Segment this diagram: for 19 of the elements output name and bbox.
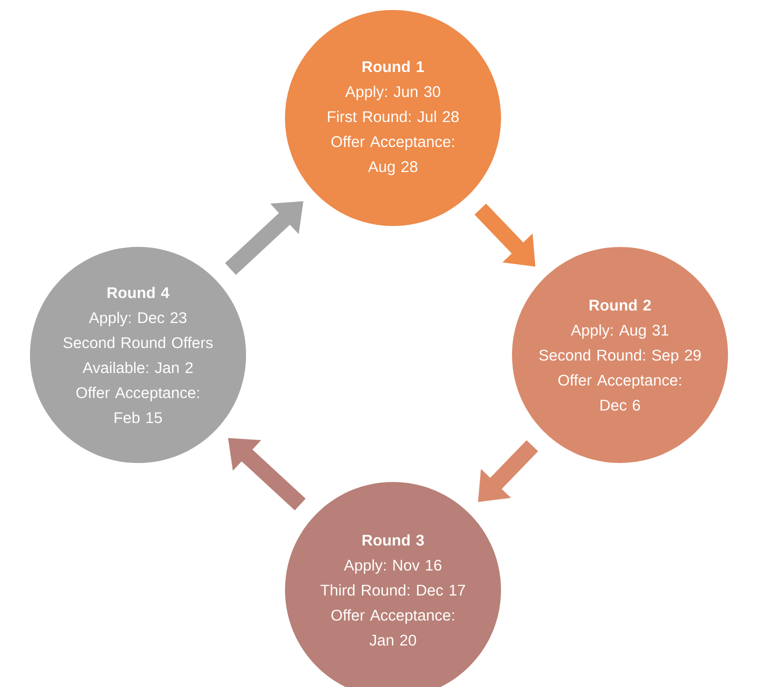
round-title: Round 1 xyxy=(362,60,424,72)
milestone-text: Apply: Aug 31 xyxy=(570,324,668,339)
round-circle xyxy=(285,10,501,226)
round-title: Round 4 xyxy=(108,286,170,298)
round-circle xyxy=(30,246,246,464)
round-circle xyxy=(512,246,728,463)
milestone-text: Apply: Nov 16 xyxy=(344,559,442,574)
round-title: Round 3 xyxy=(362,534,424,546)
milestone-text: Third Round: Dec 17 xyxy=(320,584,465,596)
milestone-text: Second Round: Sep 29 xyxy=(539,349,701,364)
milestone-text: Offer Acceptance: Feb 15 xyxy=(76,386,199,424)
milestone-text: Apply: Dec 23 xyxy=(88,312,186,326)
milestone-text: Second Round Offers Available: Jan 2 xyxy=(63,336,213,374)
milestone-text: Offer Acceptance: Aug 28 xyxy=(331,136,454,176)
round-title: Round 2 xyxy=(590,299,651,311)
milestone-text: First Round: Jul 28 xyxy=(328,110,459,122)
milestone-text: Offer Acceptance: Jan 20 xyxy=(331,609,454,646)
milestone-text: Apply: Jun 30 xyxy=(345,86,440,100)
milestone-text: Offer Acceptance: Dec 6 xyxy=(558,374,681,411)
